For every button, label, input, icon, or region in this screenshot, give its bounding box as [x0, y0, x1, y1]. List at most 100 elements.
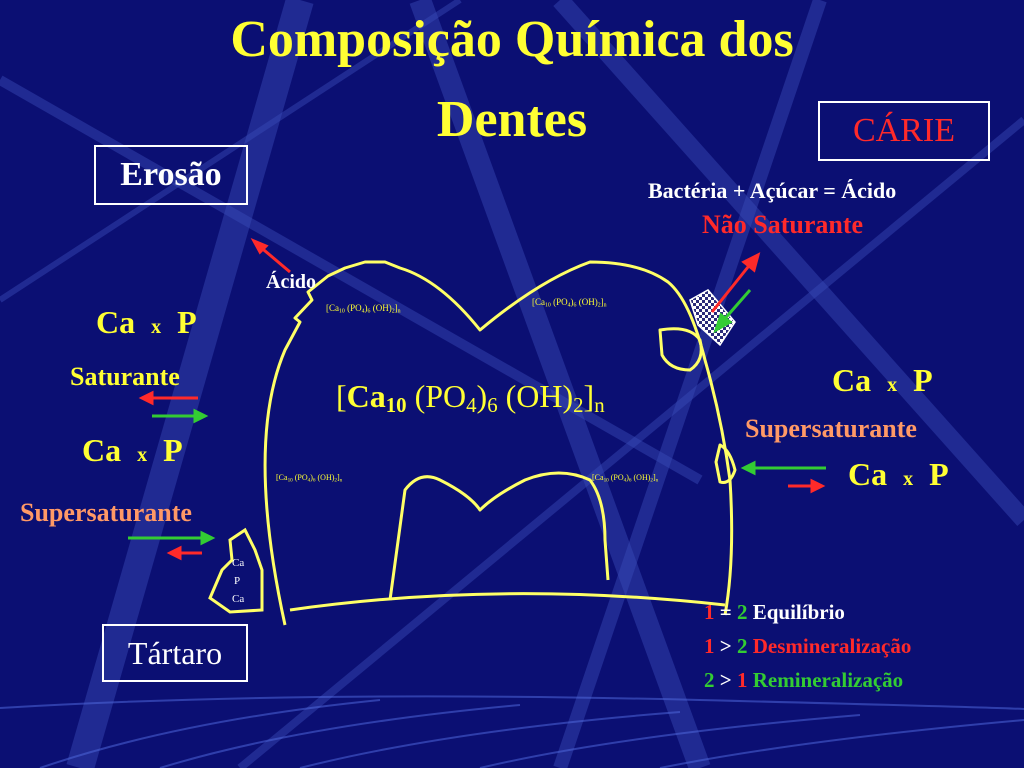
legend-a: 1	[704, 634, 715, 658]
ca-x-p-right-1: Ca x P	[832, 364, 933, 396]
formula-oh: (OH)	[317, 473, 335, 482]
bracket-open: [	[336, 378, 347, 414]
bracket-close: ]	[652, 473, 656, 482]
formula-po: (PO	[294, 473, 308, 482]
formula-po-mult: 6	[367, 308, 371, 315]
p-text: P	[177, 304, 197, 340]
formula-n: n	[603, 302, 607, 309]
formula-po-close: )	[570, 297, 574, 307]
formula-po-close: )	[310, 473, 313, 482]
formula-ca-sub: 10	[545, 302, 551, 309]
tartar-deposit	[208, 527, 264, 614]
bacteria-patch	[689, 289, 736, 347]
formula-po-sub: 4	[361, 308, 365, 315]
formula-po-close: )	[626, 473, 629, 482]
ca-text: Ca	[848, 456, 888, 492]
bacteria-equation: Bactéria + Açúcar = Ácido	[648, 178, 897, 203]
x-text: x	[887, 374, 898, 396]
tooth-outline	[263, 260, 737, 626]
legend-b: 1	[736, 668, 748, 692]
legend-b: 2	[736, 600, 748, 624]
formula-po-sub: 4	[466, 394, 477, 418]
formula-po: (PO	[347, 303, 362, 313]
title-line-1: Composição Química dos	[230, 11, 794, 68]
tartaro-label: Tártaro	[127, 634, 223, 671]
formula-n: n	[655, 477, 659, 484]
erosao-box: Erosão	[94, 145, 248, 205]
formula-oh-sub: 2	[391, 308, 395, 315]
formula-small-bottom-right: [Ca10 (PO4)6 (OH)2]n	[592, 474, 658, 484]
legend-a: 2	[704, 668, 715, 692]
legend-op: =	[719, 600, 732, 624]
tartar-ca-1: Ca	[232, 557, 245, 569]
formula-oh-sub: 2	[650, 477, 653, 484]
nao-saturante-label: Não Saturante	[702, 210, 864, 239]
saturante-label: Saturante	[70, 362, 180, 391]
formula-oh: (OH)	[372, 303, 392, 313]
formula-small-top-right: [Ca10 (PO4)6 (OH)2]n	[532, 298, 607, 309]
bottom-swooshes	[0, 695, 1024, 768]
tartar-ca-2: Ca	[232, 593, 245, 605]
p-text: P	[913, 362, 933, 398]
tartar-p: P	[234, 575, 241, 587]
bracket-close: ]	[394, 303, 398, 313]
formula-po: (PO	[610, 473, 624, 482]
tartaro-box: Tártaro	[102, 624, 248, 682]
formula-po-mult: 6	[573, 302, 577, 309]
formula-oh-sub: 2	[334, 477, 337, 484]
legend-op: >	[719, 634, 732, 658]
formula-po-close: )	[476, 378, 488, 414]
formula-ca-sub: 10	[339, 308, 345, 315]
formula-small-top-left: [Ca10 (PO4)6 (OH)2]n	[326, 304, 401, 315]
legend-op: >	[719, 668, 732, 692]
bracket-open: [	[326, 303, 329, 313]
formula-ca: Ca	[535, 297, 545, 307]
arrows	[128, 237, 826, 561]
legend-row-desmineralizacao: 1 > 2 Desmineralização	[704, 636, 911, 657]
legend-row-equilibrio: 1 = 2 Equilíbrio	[704, 602, 845, 623]
erosao-label: Erosão	[120, 156, 222, 193]
formula-po: (PO	[414, 378, 467, 414]
x-text: x	[137, 444, 148, 466]
ca-x-p-right-2: Ca x P	[848, 458, 949, 490]
formula-po-mult: 6	[312, 477, 316, 484]
legend-text: Equilíbrio	[752, 600, 845, 624]
formula-po-sub: 4	[623, 477, 627, 484]
x-text: x	[903, 468, 914, 490]
formula-ca: Ca	[346, 378, 386, 414]
formula-n: n	[594, 394, 605, 418]
x-text: x	[151, 316, 162, 338]
formula-po-close: )	[364, 303, 368, 313]
p-text: P	[929, 456, 949, 492]
formula-oh: (OH)	[505, 378, 574, 414]
legend-b: 2	[736, 634, 748, 658]
ca-text: Ca	[832, 362, 872, 398]
formula-po-mult: 6	[628, 477, 632, 484]
formula-oh-sub: 2	[597, 302, 601, 309]
bracket-open: [	[592, 473, 595, 482]
formula-n: n	[339, 477, 343, 484]
ca-x-p-left-2: Ca x P	[82, 434, 183, 466]
legend-text: Desmineralização	[752, 634, 912, 658]
formula-small-bottom-left: [Ca10 (PO4)6 (OH)2]n	[276, 474, 342, 484]
formula-ca: Ca	[278, 473, 288, 482]
bracket-close: ]	[583, 378, 595, 414]
bracket-close: ]	[336, 473, 340, 482]
formula-ca: Ca	[329, 303, 339, 313]
bracket-open: [	[276, 473, 279, 482]
ca-text: Ca	[82, 432, 122, 468]
formula-oh: (OH)	[578, 297, 598, 307]
formula-po-sub: 4	[307, 477, 311, 484]
supersaturante-right-label: Supersaturante	[745, 414, 917, 443]
formula-oh: (OH)	[633, 473, 651, 482]
p-text: P	[163, 432, 183, 468]
formula-oh-sub: 2	[573, 394, 584, 418]
legend-a: 1	[704, 600, 715, 624]
ca-text: Ca	[96, 304, 136, 340]
acido-label: Ácido	[266, 271, 316, 293]
formula-ca-sub: 10	[287, 477, 293, 484]
formula-ca: Ca	[594, 473, 604, 482]
hydroxyapatite-formula-large: [Ca10 (PO4)6 (OH)2]n	[336, 380, 605, 417]
title-line-2: Dentes	[436, 91, 588, 148]
